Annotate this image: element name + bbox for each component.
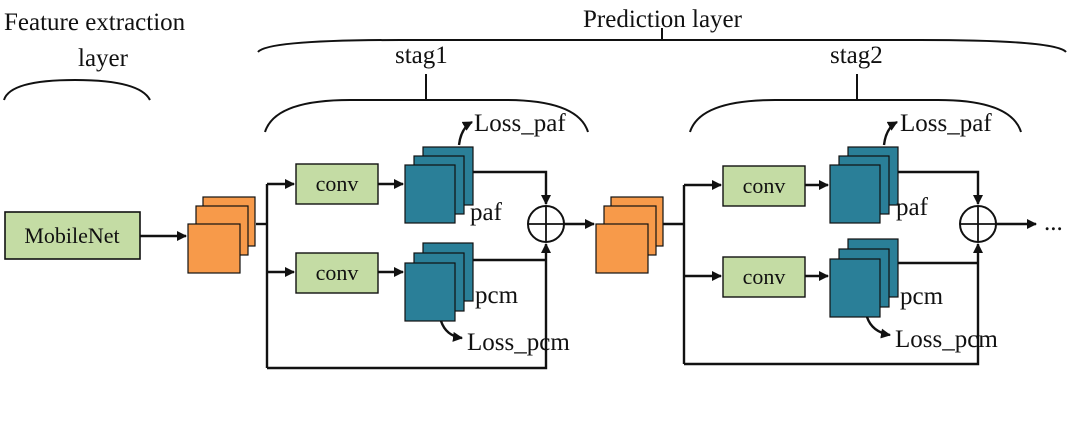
loss-paf-arrow-2 — [882, 120, 898, 146]
stage1-brace — [264, 74, 589, 133]
conv-paf-label-2: conv — [743, 173, 786, 198]
sum-node-2 — [959, 205, 997, 243]
loss-pcm-arrow-2 — [865, 316, 891, 339]
conv-paf-box-2 — [722, 165, 806, 207]
paf-label-2: paf — [896, 194, 929, 221]
loss-paf-label-1: Loss_paf — [474, 110, 566, 137]
loss-pcm-arrow-1 — [439, 320, 463, 342]
paf-output-stack-2 — [829, 146, 899, 224]
pcm-output-stack-2 — [829, 238, 899, 318]
conv-paf-box-1 — [295, 163, 379, 205]
conv-pcm-box-1 — [295, 252, 379, 294]
sum-node-1 — [527, 205, 565, 243]
feature-extraction-label-line2: layer — [78, 45, 129, 72]
feature-map-stack-1 — [187, 196, 256, 274]
paf-to-sum-line-2 — [898, 170, 983, 205]
stage2-skip-line — [684, 243, 983, 366]
paf-output-stack-1 — [404, 146, 474, 224]
paf-to-sum-line-1 — [473, 170, 551, 205]
loss-pcm-label-2: Loss_pcm — [895, 326, 998, 353]
stage1-skip-line — [267, 243, 551, 370]
loss-pcm-label-1: Loss_pcm — [467, 329, 570, 356]
pcm-output-stack-1 — [404, 242, 474, 322]
stage2-label: stag2 — [830, 42, 883, 69]
pcm-label-2: pcm — [900, 283, 944, 310]
continuation-ellipsis: ... — [1044, 209, 1063, 236]
mobilenet-box — [4, 211, 141, 260]
paf-label-1: paf — [470, 199, 503, 226]
conv-paf-label-1: conv — [316, 171, 359, 196]
pcm-label-1: pcm — [475, 282, 519, 309]
feature-extraction-label-line1: Feature extraction — [4, 9, 186, 36]
conv-pcm-box-2 — [722, 256, 806, 298]
feature-map-stack-2 — [595, 196, 664, 274]
mobilenet-label: MobileNet — [24, 223, 119, 248]
feature-extraction-brace — [3, 78, 151, 101]
stage2-brace — [689, 74, 1022, 133]
stage1-label: stag1 — [395, 42, 448, 69]
conv-pcm-label-2: conv — [743, 264, 786, 289]
loss-paf-arrow-1 — [457, 120, 473, 146]
prediction-layer-brace — [257, 28, 1067, 53]
conv-pcm-label-1: conv — [316, 260, 359, 285]
loss-paf-label-2: Loss_paf — [900, 110, 992, 137]
